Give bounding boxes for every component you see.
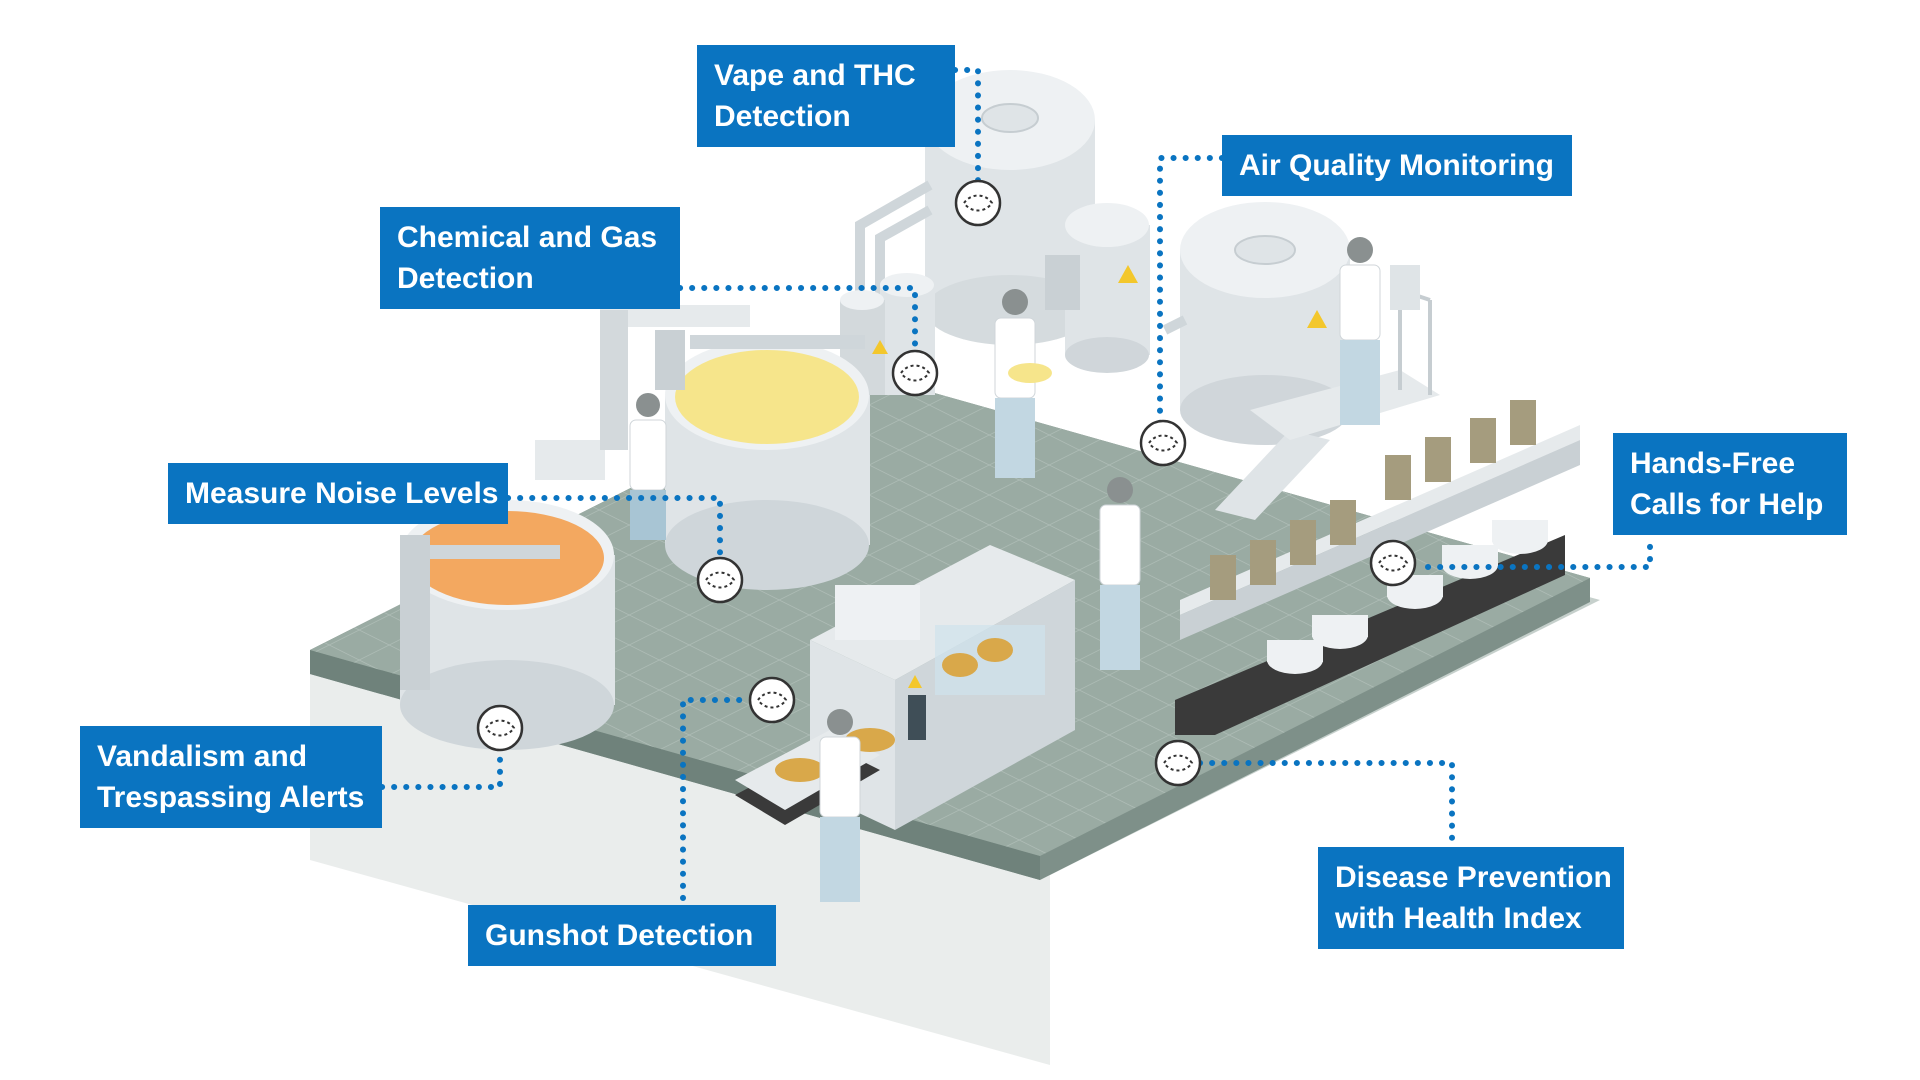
sensors [476,179,1417,787]
callout-line: Detection [714,100,851,133]
callout-line: Air Quality Monitoring [1239,149,1554,182]
sensor-icon [891,349,939,397]
callout-line: with Health Index [1335,902,1582,935]
callout-noise-levels: Measure Noise Levels [168,463,508,524]
callout-line: Detection [397,262,534,295]
callout-gunshot: Gunshot Detection [468,905,776,966]
callout-line: Disease Prevention [1335,861,1612,894]
callout-air-quality: Air Quality Monitoring [1222,135,1572,196]
callout-chemical-gas: Chemical and Gas Detection [380,207,680,309]
cheese-mold-rack [1175,400,1580,735]
sensor-icon [1369,539,1417,587]
callout-line: Chemical and Gas [397,221,658,254]
callout-vandalism: Vandalism and Trespassing Alerts [80,726,382,828]
callout-line: Trespassing Alerts [97,781,365,814]
sensor-icon [748,676,796,724]
vat-arm [600,305,750,450]
storage-tank-small [1045,203,1150,373]
cheese-vat-yellow [655,330,870,590]
connector-disease [1197,760,1455,843]
connector-lines [379,67,1653,901]
wrapping-machine [810,545,1075,830]
connector-noise [505,495,723,573]
callout-vape-thc: Vape and THC Detection [697,45,955,147]
sensor-icon [696,556,744,604]
connector-vandalism [379,750,503,790]
callout-line: Vape and THC [714,59,916,92]
sensor-icon [476,704,524,752]
callout-line: Hands-Free [1630,447,1796,480]
cheese-vat-orange [400,440,615,750]
callout-line: Calls for Help [1630,488,1824,521]
worker-figures [629,237,1381,902]
connector-vape [952,67,981,201]
callout-disease: Disease Prevention with Health Index [1318,847,1624,949]
callout-line: Vandalism and [97,740,308,773]
callout-hands-free: Hands-Free Calls for Help [1613,433,1847,535]
callout-line: Gunshot Detection [485,919,754,952]
sensor-icon [954,179,1002,227]
callout-line: Measure Noise Levels [185,477,499,510]
connector-gunshot [680,697,751,901]
sensor-icon [1139,419,1187,467]
connector-hands-free [1425,537,1653,570]
pipes [855,180,1188,335]
connector-air-quality [1157,155,1225,433]
sensor-icon [1154,739,1202,787]
connector-chemical [677,285,918,358]
